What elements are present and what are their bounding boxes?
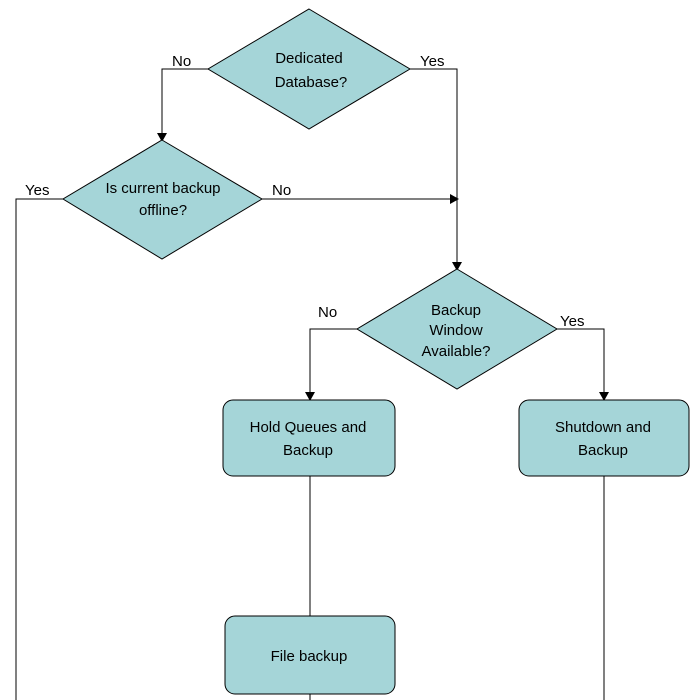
process-shutdown: Shutdown and Backup	[518, 399, 690, 477]
label-window-yes: Yes	[560, 313, 584, 330]
arrowhead-to-window	[452, 262, 462, 271]
arrowhead-to-offline	[157, 133, 167, 142]
connector-offline-yes	[15, 198, 63, 700]
decision-current-backup-offline-line2: offline?	[139, 202, 187, 219]
connector-dedicated-yes	[410, 68, 458, 262]
edge-labels: No Yes Yes No No Yes	[25, 53, 584, 330]
process-hold-queues-line1: Hold Queues and	[250, 419, 367, 436]
process-shutdown-line2: Backup	[578, 442, 628, 459]
connector-window-yes	[557, 328, 605, 392]
decision-backup-window-line1: Backup	[431, 302, 481, 319]
connectors	[15, 68, 609, 700]
arrowhead-offline-no	[450, 194, 459, 204]
decision-backup-window-line2: Window	[429, 322, 483, 339]
arrowhead-to-shutdown	[599, 392, 609, 401]
label-offline-yes: Yes	[25, 182, 49, 199]
process-hold-queues-line2: Backup	[283, 442, 333, 459]
process-hold-queues: Hold Queues and Backup	[222, 399, 396, 477]
label-dedicated-yes: Yes	[420, 53, 444, 70]
arrowhead-to-hold	[305, 392, 315, 401]
process-file-backup: File backup	[224, 615, 396, 695]
decision-backup-window: Backup Window Available?	[356, 268, 558, 390]
process-shutdown-line1: Shutdown and	[555, 419, 651, 436]
decision-current-backup-offline-line1: Is current backup	[105, 180, 220, 197]
label-offline-no: No	[272, 182, 291, 199]
decision-current-backup-offline: Is current backup offline?	[62, 139, 263, 260]
decision-dedicated-database-line1: Dedicated	[275, 50, 343, 67]
connector-window-no	[309, 328, 357, 392]
connector-dedicated-no	[161, 68, 208, 133]
label-dedicated-no: No	[172, 53, 191, 70]
decision-dedicated-database-line2: Database?	[275, 74, 348, 91]
label-window-no: No	[318, 304, 337, 321]
process-file-backup-line1: File backup	[271, 648, 348, 665]
decision-dedicated-database: Dedicated Database?	[207, 8, 411, 130]
decision-backup-window-line3: Available?	[422, 343, 491, 360]
